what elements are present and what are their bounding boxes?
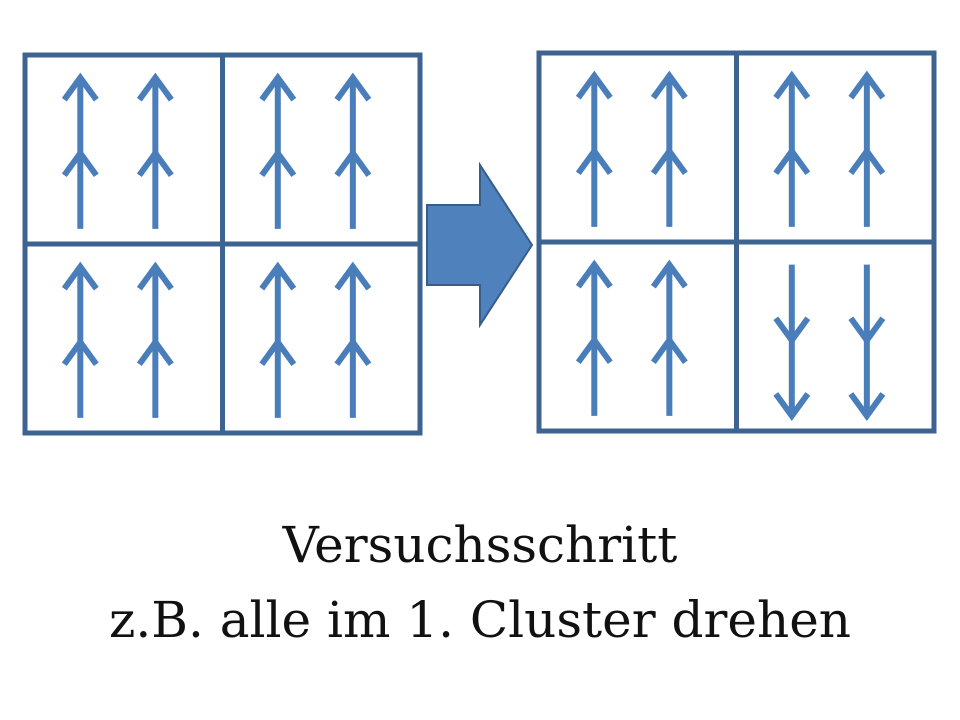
spin-up-arrow-icon (136, 261, 174, 343)
spin-up-arrow-icon (259, 337, 297, 418)
caption-title: Versuchsschritt (282, 516, 678, 574)
spin-up-arrow-icon (848, 146, 886, 227)
spin-up-arrow-icon (650, 335, 688, 416)
spin-up-arrow-icon (650, 259, 688, 341)
cluster-cell (220, 241, 423, 436)
spin-down-arrow-icon (773, 264, 811, 346)
cluster-flip-diagram (22, 50, 937, 436)
spin-up-arrow-icon (334, 148, 372, 229)
spin-up-arrow-icon (650, 146, 688, 227)
spin-up-arrow-icon (575, 70, 613, 152)
spin-up-arrow-icon (136, 72, 174, 154)
spin-up-arrow-icon (61, 337, 99, 418)
spin-down-arrow-icon (773, 340, 811, 421)
spin-up-arrow-icon (136, 148, 174, 229)
cluster-cell (22, 52, 225, 247)
spin-up-arrow-icon (259, 148, 297, 229)
spin-up-arrow-icon (773, 146, 811, 227)
spin-up-arrow-icon (334, 261, 372, 343)
before-grid (22, 52, 423, 436)
cluster-cell (536, 50, 739, 245)
spin-up-arrow-icon (334, 72, 372, 154)
spin-up-arrow-icon (136, 337, 174, 418)
spin-up-arrow-icon (259, 261, 297, 343)
spin-up-arrow-icon (61, 261, 99, 343)
spin-up-arrow-icon (61, 148, 99, 229)
spin-up-arrow-icon (773, 70, 811, 152)
cluster-cell (220, 52, 423, 247)
cluster-cell (734, 50, 937, 245)
cluster-cell (536, 239, 739, 434)
spin-up-arrow-icon (848, 70, 886, 152)
spin-up-arrow-icon (575, 146, 613, 227)
spin-up-arrow-icon (61, 72, 99, 154)
after-grid (536, 50, 937, 434)
spin-up-arrow-icon (334, 337, 372, 418)
spin-up-arrow-icon (650, 70, 688, 152)
spin-up-arrow-icon (575, 335, 613, 416)
spin-up-arrow-icon (259, 72, 297, 154)
cluster-cell (734, 239, 937, 434)
caption-subtitle: z.B. alle im 1. Cluster drehen (108, 591, 852, 649)
spin-down-arrow-icon (848, 264, 886, 346)
spin-up-arrow-icon (575, 259, 613, 341)
transition-arrow-icon (426, 161, 534, 329)
spin-down-arrow-icon (848, 340, 886, 421)
cluster-cell (22, 241, 225, 436)
